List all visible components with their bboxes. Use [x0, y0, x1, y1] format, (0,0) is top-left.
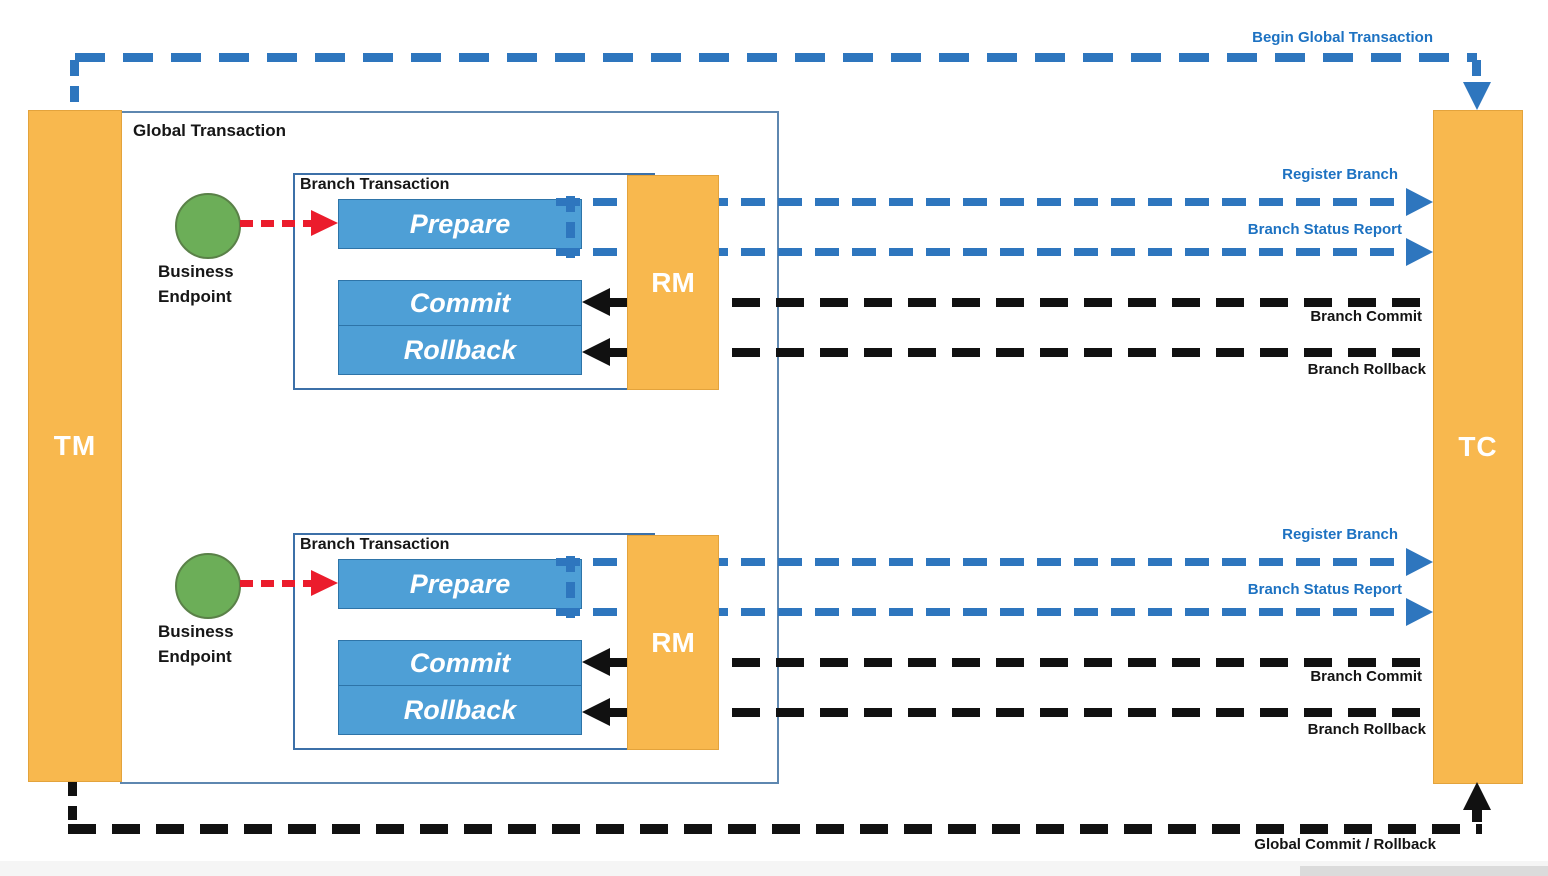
global-commit-rollback-label: Global Commit / Rollback	[1254, 836, 1436, 853]
bottom-right-edge-strip	[1300, 866, 1548, 876]
global-commit-line	[68, 824, 1482, 834]
branch-transaction-label: Branch Transaction	[300, 176, 450, 193]
arrow-left-icon	[582, 698, 610, 726]
arrow-down-icon	[1463, 82, 1491, 110]
branch-commit-line	[600, 658, 1433, 667]
arrow-right-icon	[1406, 548, 1433, 576]
global-transaction-label: Global Transaction	[133, 121, 287, 140]
commit-box: Commit	[338, 280, 582, 327]
business-endpoint-circle	[175, 553, 241, 619]
register-branch-label: Register Branch	[1282, 166, 1398, 183]
arrow-up-icon	[1463, 782, 1491, 810]
business-endpoint-line2: Endpoint	[158, 647, 232, 666]
rollback-box: Rollback	[338, 325, 582, 375]
register-branch-line	[556, 558, 1410, 566]
arrow-left-icon	[582, 648, 610, 676]
register-branch-bracket	[566, 196, 575, 258]
branch-transaction-label: Branch Transaction	[300, 536, 450, 553]
branch-commit-label: Branch Commit	[1310, 308, 1422, 325]
business-endpoint-line1: Business	[158, 622, 234, 641]
branch-rollback-line	[600, 708, 1433, 717]
branch-status-report-label: Branch Status Report	[1247, 581, 1402, 598]
bottom-edge-strip	[0, 861, 1548, 876]
register-branch-bracket	[566, 556, 575, 618]
business-endpoint-circle	[175, 193, 241, 259]
begin-global-transaction-line	[75, 53, 1477, 62]
arrow-right-icon	[311, 210, 338, 236]
prepare-call-line	[240, 220, 312, 227]
global-commit-line-right-vertical	[1472, 808, 1482, 826]
transaction-manager-box: TM	[28, 110, 122, 782]
global-commit-line-left-vertical	[68, 782, 77, 826]
resource-manager-box: RM	[627, 175, 719, 390]
prepare-call-line	[240, 580, 312, 587]
arrow-right-icon	[1406, 238, 1433, 266]
business-endpoint-label: Business Endpoint	[158, 259, 234, 309]
transaction-coordinator-box: TC	[1433, 110, 1523, 784]
branch-rollback-line	[600, 348, 1433, 357]
business-endpoint-line1: Business	[158, 262, 234, 281]
arrow-left-icon	[582, 338, 610, 366]
branch-group-2: Branch Transaction Business Endpoint Pre…	[0, 360, 1548, 876]
arrow-right-icon	[1406, 188, 1433, 216]
begin-global-transaction-label: Begin Global Transaction	[1252, 29, 1433, 46]
arrow-left-icon	[582, 288, 610, 316]
rollback-box: Rollback	[338, 685, 582, 735]
branch-rollback-label: Branch Rollback	[1307, 721, 1426, 738]
resource-manager-box: RM	[627, 535, 719, 750]
prepare-box: Prepare	[338, 559, 582, 609]
branch-status-report-line	[556, 248, 1410, 256]
register-branch-label: Register Branch	[1282, 526, 1398, 543]
register-branch-line	[556, 198, 1410, 206]
commit-box: Commit	[338, 640, 582, 687]
branch-commit-label: Branch Commit	[1310, 668, 1422, 685]
business-endpoint-label: Business Endpoint	[158, 619, 234, 669]
business-endpoint-line2: Endpoint	[158, 287, 232, 306]
begin-global-transaction-line-right-vertical	[1472, 60, 1481, 84]
branch-status-report-label: Branch Status Report	[1247, 221, 1402, 238]
branch-rollback-label: Branch Rollback	[1307, 361, 1426, 378]
arrow-right-icon	[1406, 598, 1433, 626]
begin-global-transaction-line-left-vertical	[70, 60, 79, 110]
arrow-right-icon	[311, 570, 338, 596]
prepare-box: Prepare	[338, 199, 582, 249]
branch-status-report-line	[556, 608, 1410, 616]
branch-commit-line	[600, 298, 1433, 307]
